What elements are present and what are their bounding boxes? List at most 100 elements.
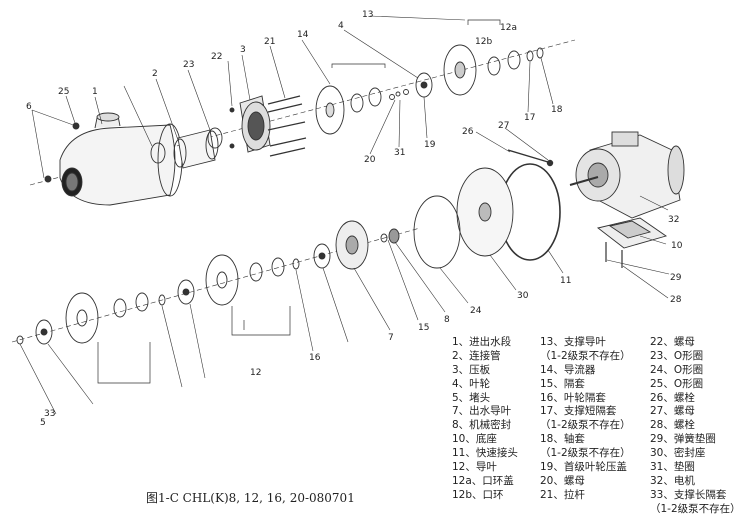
legend-item: 2、连接管: [452, 349, 501, 362]
callout-12b: 12b: [475, 37, 492, 47]
part-12b-upper: [350, 93, 364, 113]
legend-item: 20、螺母: [540, 474, 585, 487]
legend-item: 33、支撑长隔套: [650, 488, 727, 501]
legend-item: 4、叶轮: [452, 377, 491, 390]
part-22-nuts: [229, 107, 235, 149]
legend-item: 12b、口环: [452, 488, 504, 501]
legend-item: 17、支撑短隔套: [540, 405, 617, 418]
part-16-spacer-left: [158, 294, 166, 306]
part-3-pressure-plate: [239, 95, 271, 153]
callout-21: 21: [264, 37, 275, 47]
part-12a-upper: [368, 87, 382, 107]
part-12b-lower: [249, 262, 263, 282]
part-10-base: [596, 217, 668, 249]
part-8-mechanical-seal: [380, 228, 400, 244]
legend-item: 1、进出水段: [452, 336, 512, 348]
legend-item: 23、O形圈: [650, 349, 704, 362]
callout-32: 32: [668, 215, 679, 225]
callout-5: 5: [40, 418, 46, 428]
small-washers: [389, 89, 409, 100]
legend-column-1: 1、进出水段 2、连接管 3、压板 4、叶轮 5、堵头 7、出水导叶 8、机械密…: [452, 336, 518, 503]
legend-item: 3、压板: [452, 363, 491, 376]
part-4-impeller-lower-left: [35, 319, 53, 345]
callout-24: 24: [470, 306, 482, 316]
part-7-outlet-guide: [335, 220, 369, 270]
part-21-tie-rods: [267, 95, 307, 157]
legend-item: 8、机械密封: [452, 419, 512, 432]
part-29-28-bolts: [605, 242, 623, 268]
part-4-impeller-lower-mid: [177, 279, 195, 305]
callout-1: 1: [92, 87, 98, 97]
legend-item: 12a、口环盖: [452, 474, 514, 487]
part-30-seal-seat: [456, 167, 514, 257]
part-26-27-bolt-nut: [507, 149, 554, 167]
part-4-impeller-lower-right: [313, 243, 331, 269]
callout-28: 28: [670, 295, 682, 305]
part-19-first-impeller-cover: [415, 72, 433, 98]
callout-30: 30: [517, 291, 529, 301]
part-16-spacer-right: [292, 258, 300, 270]
legend-item: 25、O形圈: [650, 377, 704, 390]
callout-26: 26: [462, 127, 474, 137]
callout-10: 10: [671, 241, 683, 251]
part-13-support-guide: [443, 44, 477, 96]
callout-2: 2: [152, 69, 158, 79]
part-12a-top: [507, 50, 521, 70]
legend-item: 27、螺母: [650, 405, 695, 418]
callout-15: 15: [418, 323, 429, 333]
part-24-o-ring: [413, 195, 461, 269]
legend-item: 7、出水导叶: [452, 405, 512, 418]
callout-17: 17: [524, 113, 535, 123]
callout-16: 16: [309, 353, 321, 363]
part-12-guide-vane-left: [65, 292, 99, 344]
legend-item: 14、导流器: [540, 363, 596, 376]
callout-4-upper: 4: [338, 21, 344, 31]
callout-29: 29: [670, 273, 682, 283]
legend-item: 31、垫圈: [650, 461, 695, 474]
part-18-sleeve: [536, 47, 544, 59]
callout-14: 14: [297, 30, 309, 40]
callout-labels: 1 2 3 4 5 6 7 8 10 11 12 12a 12b 13 14 1…: [26, 10, 683, 428]
legend-item: 24、O形圈: [650, 363, 704, 376]
legend-item: 11、快速接头: [452, 447, 518, 460]
part-12a-lower: [271, 257, 285, 277]
legend-item: 13、支撑导叶: [540, 336, 606, 348]
legend-item: 29、弹簧垫圈: [650, 433, 716, 446]
callout-31: 31: [394, 148, 405, 158]
part-1-inlet-outlet-body: [59, 112, 183, 206]
part-14-diffuser: [315, 85, 345, 135]
part-17-short-spacer: [526, 50, 534, 62]
callout-20: 20: [364, 155, 376, 165]
legend-item: （1-2级泵不存在）: [540, 349, 631, 362]
part-12-guide-vane: [205, 254, 239, 306]
legend-item: （1-2级泵不存在）: [650, 502, 741, 515]
legend-item: 16、叶轮隔套: [540, 391, 606, 404]
legend-item: 22、螺母: [650, 336, 695, 348]
legend-item: 32、电机: [650, 474, 695, 487]
legend-item: （1-2级泵不存在）: [540, 419, 631, 432]
legend-item: 28、螺栓: [650, 419, 695, 432]
bracket-lines: [97, 19, 501, 384]
upper-axis-line: [29, 39, 576, 186]
callout-18: 18: [551, 105, 563, 115]
legend-item: 18、轴套: [540, 433, 585, 446]
legend-column-3: 22、螺母 23、O形圈 24、O形圈 25、O形圈 26、螺栓 27、螺母 2…: [650, 336, 741, 517]
legend-column-2: 13、支撑导叶 （1-2级泵不存在） 14、导流器 15、隔套 16、叶轮隔套 …: [540, 336, 631, 503]
callout-12: 12: [250, 368, 261, 378]
part-23-o-ring-right: [207, 127, 223, 149]
leader-lines: [19, 15, 670, 415]
part-6: [44, 175, 52, 183]
part-2-connecting-pipe: [173, 129, 219, 169]
legend-item: 30、密封座: [650, 447, 706, 460]
callout-19: 19: [424, 140, 436, 150]
callout-23: 23: [183, 60, 194, 70]
legend-item: （1-2级泵不存在）: [540, 447, 631, 460]
callout-27: 27: [498, 121, 509, 131]
callout-13: 13: [362, 10, 373, 20]
legend-item: 5、堵头: [452, 391, 491, 404]
callout-33: 33: [44, 409, 55, 419]
callout-11: 11: [560, 276, 571, 286]
callout-3: 3: [240, 45, 246, 55]
